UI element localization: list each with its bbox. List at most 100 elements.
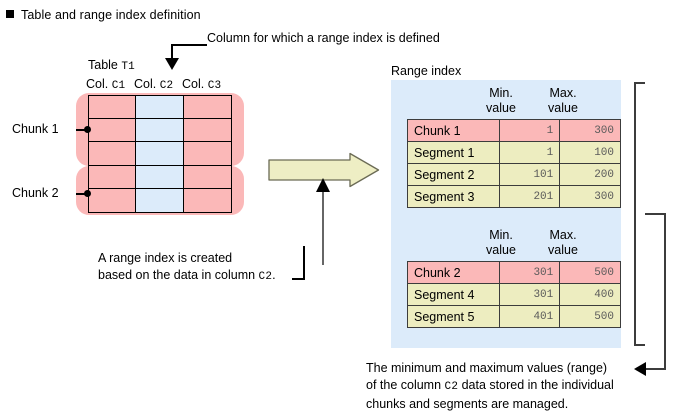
bottom-caption-line2-prefix: of the column [366, 378, 445, 392]
table-cell [89, 188, 137, 212]
chunk-1-label: Chunk 1 [12, 122, 59, 136]
table-row: Chunk 1 1 300 [407, 119, 621, 142]
column-header-c2-prefix: Col. [134, 77, 160, 91]
bracket-connector-vertical [664, 213, 666, 370]
row-label: Segment 3 [407, 185, 500, 208]
chunk-1-leader-line [76, 129, 90, 131]
range-index-table-chunk-2: Chunk 2 301 500 Segment 4 301 400 Segmen… [407, 261, 621, 328]
bracket-connector-horizontal-lower [645, 368, 666, 370]
column-annotation-arrow-icon [165, 58, 179, 70]
row-label: Chunk 1 [407, 119, 500, 142]
table-row: Segment 2 101 200 [407, 163, 621, 186]
page-heading: Table and range index definition [6, 8, 201, 22]
transform-block-arrow-icon [268, 152, 380, 188]
bullet-square-icon [6, 10, 14, 18]
column-header-c3-name: C3 [207, 80, 222, 92]
row-label: Segment 5 [407, 305, 500, 328]
table-cell [89, 165, 137, 189]
creation-arrow-shaft [322, 190, 325, 265]
max-header-line2: value [548, 243, 578, 257]
max-header-line2: value [548, 101, 578, 115]
table-cell-indexed [136, 142, 184, 166]
creation-arrow-head-icon [316, 178, 330, 192]
column-header-c1-prefix: Col. [86, 77, 112, 91]
column-header-c2: Col. C2 [134, 77, 182, 92]
creation-caption-leader-horizontal [292, 278, 305, 280]
row-label: Segment 2 [407, 163, 500, 186]
range-index-creation-caption-line-1: A range index is created [98, 251, 233, 265]
max-header-line1: Max. [549, 228, 577, 242]
row-max-value: 100 [559, 141, 621, 164]
range-index-min-header-1: Min. value [470, 86, 532, 116]
range-index-creation-caption: A range index is created based on the da… [98, 250, 276, 286]
caption-line2-prefix: based on the data in column [98, 268, 259, 282]
creation-caption-leader-vertical [303, 246, 305, 280]
row-min-value: 301 [498, 261, 561, 284]
table-grid [88, 95, 232, 213]
chunk-1-leader-dot-icon [84, 126, 91, 133]
table-cell [183, 165, 231, 189]
bottom-caption-line-3: chunks and segments are managed. [366, 397, 569, 411]
min-header-line1: Min. [489, 228, 513, 242]
table-row: Segment 4 301 400 [407, 283, 621, 306]
table-cell-indexed [136, 96, 184, 120]
range-index-table-chunk-1: Chunk 1 1 300 Segment 1 1 100 Segment 2 … [407, 119, 621, 208]
column-header-c3-prefix: Col. [182, 77, 208, 91]
table-row: Chunk 2 301 500 [407, 261, 621, 284]
row-min-value: 201 [498, 185, 561, 208]
row-min-value: 301 [498, 283, 561, 306]
table-cell [183, 188, 231, 212]
max-header-line1: Max. [549, 86, 577, 100]
row-max-value: 200 [559, 163, 621, 186]
row-min-value: 1 [498, 141, 561, 164]
heading-text: Table and range index definition [21, 8, 201, 22]
table-cell [183, 142, 231, 166]
row-max-value: 400 [559, 283, 621, 306]
bottom-caption-line-1: The minimum and maximum values (range) [366, 361, 608, 375]
range-index-max-header-2: Max. value [532, 228, 594, 258]
table-row: Segment 3 201 300 [407, 185, 621, 208]
table-cell-indexed [136, 119, 184, 143]
row-min-value: 1 [498, 119, 561, 142]
row-label: Segment 4 [407, 283, 500, 306]
column-header-c1-name: C1 [111, 80, 126, 92]
table-name: T1 [121, 61, 135, 73]
table-cell-indexed [136, 165, 184, 189]
row-max-value: 500 [559, 261, 621, 284]
table-cell [183, 119, 231, 143]
table-row: Segment 1 1 100 [407, 141, 621, 164]
column-annotation-leader-horizontal [171, 44, 207, 46]
range-bracket-vertical [634, 82, 636, 346]
table-cell-indexed [136, 188, 184, 212]
min-header-line2: value [486, 243, 516, 257]
bottom-caption-line-2: of the column C2 data stored in the indi… [366, 377, 614, 396]
range-index-caption: Range index [391, 64, 462, 78]
table-cell [89, 119, 137, 143]
column-header-c2-name: C2 [159, 80, 174, 92]
bottom-caption-column-name: C2 [444, 381, 459, 393]
table-cell [183, 96, 231, 120]
column-annotation-leader-vertical [171, 44, 173, 60]
table-cell [89, 96, 137, 120]
min-header-line1: Min. [489, 86, 513, 100]
range-index-panel: Min. value Max. value Chunk 1 1 300 Segm… [391, 80, 621, 348]
table-row: Segment 5 401 500 [407, 305, 621, 328]
row-max-value: 300 [559, 185, 621, 208]
bottom-caption-line2-suffix: data stored in the individual [458, 378, 614, 392]
range-bracket-top-arm [634, 82, 645, 84]
column-header-c1: Col. C1 [86, 77, 134, 92]
bottom-caption: The minimum and maximum values (range) o… [366, 360, 614, 413]
range-index-min-header-2: Min. value [470, 228, 532, 258]
table-caption: Table T1 [88, 58, 135, 73]
row-min-value: 101 [498, 163, 561, 186]
caption-line2-column-name: C2 [258, 271, 273, 283]
min-header-line2: value [486, 101, 516, 115]
range-index-creation-caption-line-2: based on the data in column C2. [98, 267, 276, 286]
chunk-2-label: Chunk 2 [12, 186, 59, 200]
row-max-value: 500 [559, 305, 621, 328]
row-label: Chunk 2 [407, 261, 500, 284]
range-index-max-header-1: Max. value [532, 86, 594, 116]
row-label: Segment 1 [407, 141, 500, 164]
